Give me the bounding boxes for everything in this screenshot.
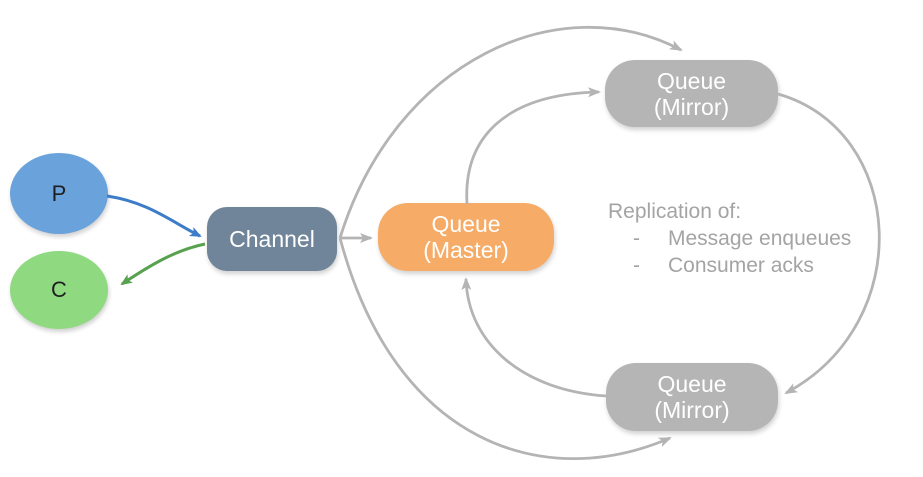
- annotation-bullet: -: [633, 227, 640, 250]
- queue-mirror-top-label-line2: (Mirror): [653, 93, 730, 120]
- annotation-title: Replication of:: [608, 200, 742, 223]
- queue-mirror-bottom-label-line1: Queue: [657, 371, 727, 397]
- producer-node: P: [10, 153, 108, 234]
- annotation-item-text: Message enqueues: [668, 227, 852, 250]
- consumer-node: C: [10, 251, 108, 329]
- queue-master-label-line1: Queue: [431, 211, 501, 237]
- queue-mirror-bottom-node: Queue (Mirror): [606, 363, 778, 431]
- annotation-item-text: Consumer acks: [668, 254, 814, 277]
- channel-node: Channel: [207, 207, 337, 271]
- annotation-item: - Message enqueues: [608, 225, 851, 252]
- queue-master-label-line2: (Master): [423, 237, 509, 263]
- edge-channel-to-consumer: [120, 242, 206, 286]
- edge-producer-to-channel: [106, 194, 202, 238]
- channel-label: Channel: [229, 226, 315, 252]
- queue-mirror-bottom-label-line2: (Mirror): [654, 397, 730, 423]
- producer-label: P: [51, 180, 67, 206]
- annotation-bullet: -: [633, 254, 640, 277]
- annotation-item: - Consumer acks: [608, 252, 851, 279]
- edge-mirror-bottom-to-master: [461, 277, 608, 398]
- replication-annotation: Replication of: - Message enqueues - Con…: [608, 198, 851, 279]
- consumer-label: C: [51, 277, 67, 302]
- queue-mirror-top-label-line1: Queue: [656, 67, 727, 94]
- edge-master-to-mirror-top: [465, 87, 601, 205]
- queue-mirror-top-node: Queue (Mirror): [605, 60, 778, 127]
- queue-master-node: Queue (Master): [378, 203, 554, 271]
